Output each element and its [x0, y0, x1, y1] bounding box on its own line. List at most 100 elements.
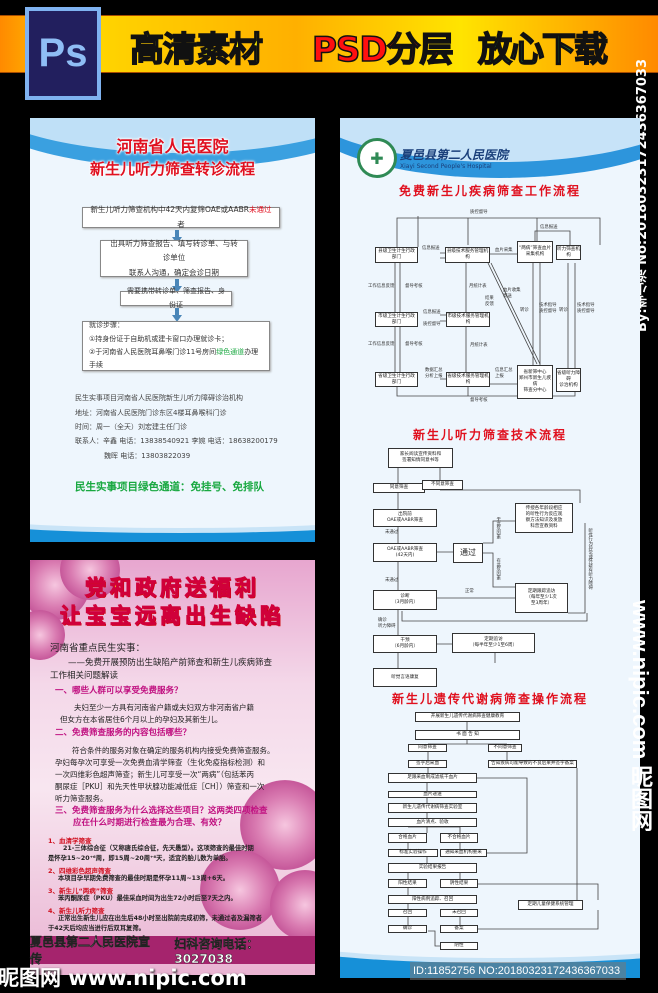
flow-box: 省级听力障碍 诊治机构 — [556, 368, 581, 392]
chart3-title: 新生儿遗传代谢病筛查操作流程 — [391, 692, 588, 706]
flow-label: 工作信息反馈 — [368, 284, 395, 289]
footer-hospital: 夏邑县第二人民医院宣传 — [30, 935, 151, 966]
step-text: 者 — [177, 219, 185, 229]
flow-label: 听性行为异常或怀疑有听力障碍 — [587, 528, 593, 590]
info-contact: 联系人：辛鑫 电话：13838540921 李婉 电话：18638200179 — [75, 437, 278, 445]
flow-box: 定期跟踪追访 （每年至少1次 至3周年） — [515, 583, 568, 613]
flow-box: 市级卫生计生行政部门 — [375, 312, 418, 327]
step-text: ①持身份证于自助机或建卡窗口办理就诊卡； — [89, 334, 229, 343]
flow-label: 未通过 — [385, 530, 399, 535]
flow-label: 督导考核 — [405, 342, 423, 347]
flow-box: 定期追访 （每半年至少1至6周） — [452, 633, 535, 653]
image-id-watermark: ID:11852756 NO:20180323172436367033 — [410, 962, 626, 980]
flow-box: 通过 — [453, 543, 483, 563]
chart1-title: 免费新生儿疾病筛查工作流程 — [398, 184, 581, 198]
logo-text: Ps — [29, 11, 97, 96]
flow-label: 无高危因素 — [495, 517, 501, 539]
intro-line: 工作相关问题解读 — [50, 671, 119, 681]
info-time: 时间：周一（全天）刘宏建主任门诊 — [75, 423, 187, 431]
item-title: 4、新生儿听力筛查 — [48, 907, 105, 915]
flow-label: 数据汇总 分析上报 — [425, 368, 443, 379]
flow-label: 确诊 听力障碍 — [378, 618, 396, 629]
flow-box: 书 面 告 知 — [415, 730, 520, 740]
flow-box: 省级卫生计生行政部门 — [375, 372, 418, 387]
flow-label: 月统计表 — [470, 343, 488, 348]
promo-banner — [0, 15, 658, 73]
flow-box: 听力筛查机构 — [556, 245, 581, 260]
screening-flowcharts-poster: ✚ 夏邑县第二人民医院 Xiayi Second People's Hospit… — [340, 118, 640, 978]
flow-box: 召回 — [388, 909, 427, 917]
step-text: 联系人沟通，确定会诊日期 — [129, 267, 219, 277]
flow-label: 质控督导 — [470, 210, 488, 215]
flow-box: 新生儿遗传代谢病筛查实验室 — [388, 803, 477, 813]
flow-box: 备案 — [440, 925, 478, 933]
flow-box: 同意筛查 — [408, 744, 447, 752]
flow-box: 县级技术服务管理机构 — [445, 247, 490, 263]
flow-label: 信息汇总 上报 — [495, 368, 513, 379]
flow-label: 督导考核 — [405, 284, 423, 289]
step-text-red: 未通过 — [249, 205, 272, 215]
flow-label: 技术指导 质控督导 — [539, 303, 557, 314]
flow-box: 标准实验操作 — [388, 849, 438, 857]
flow-box: 合格血片 — [388, 833, 427, 843]
flow-box: 不同意筛查 — [422, 480, 463, 490]
flow-box: “两病”筛查血片 采集机构 — [517, 241, 553, 263]
flow-box: 听觉言语康复 — [373, 668, 437, 687]
flow-box: 家长阅读宣传资料和 签署知情同意书等 — [388, 448, 453, 468]
item-text: 是怀孕15~20⁺⁶周，即15周~20周⁺⁶天，适宜的胎儿数为单胎。 — [48, 855, 232, 862]
answer-line: 听力筛查服务。 — [55, 794, 108, 803]
flow-step-3: 需要携带转诊单、筛查报告、身份证 — [120, 287, 232, 309]
step-text: 新生儿听力筛查机构中42天内复筛OAE或AABR — [90, 205, 249, 215]
answer-line: 一次四维彩色超声筛查；新生儿可享受一次“两病”（包括苯丙 — [55, 770, 255, 779]
footer-phone: 妇科咨询电话：3027038 — [174, 936, 259, 966]
flow-box: 阴性结果 — [440, 879, 478, 888]
flow-box: 确诊 — [388, 925, 427, 933]
flow-box: 告知疾病可能导致的不良后果并签字备案 — [488, 760, 577, 768]
flow-box: 诊断 （3月龄内） — [373, 590, 437, 610]
flow-step-1: 新生儿听力筛查机构中42天内复筛OAE或AABR未通过者 — [82, 205, 280, 229]
flow-label: 转诊 — [520, 308, 529, 313]
flow-label: 血片采集 — [495, 248, 513, 253]
flow-box: 不合格血片 — [440, 833, 478, 843]
flow-box: 定期儿童保健系统管理 — [518, 900, 583, 910]
flow-box: 阳性结果 — [388, 879, 427, 888]
flow-box: 出院前 OAE或AABR筛查 — [373, 509, 437, 527]
poster-title-1: 党和政府送福利 — [85, 576, 260, 601]
info-contact-2: 魏晖 电话：13803822039 — [104, 452, 191, 460]
flow-label: 未通过 — [385, 578, 399, 583]
flow-label: 正常 — [465, 589, 474, 594]
flow-box: 实验结果报告 — [388, 863, 477, 873]
step-text-green: 绿色通道 — [216, 348, 245, 356]
item-title: 2、四维彩色超声筛查 — [48, 867, 112, 875]
answer-line: 但女方在本省居住6个月以上的孕妇及其新生儿。 — [60, 715, 223, 724]
flow-box: 同意筛查 — [373, 483, 425, 493]
flow-box: 开展新生儿遗传代谢病筛查健康教育 — [415, 712, 520, 722]
item-text: 21-三体综合征（又称唐氏综合征，先天愚型）。这项筛查的最佳时期 — [63, 845, 254, 852]
question-3-cont: 应在什么时期进行检查最为合理、有效？ — [73, 818, 227, 828]
step-text: ②于河南省人民医院耳鼻喉门诊11号房间 — [89, 348, 217, 356]
poster-title-hospital: 河南省人民医院 — [116, 137, 229, 156]
flow-box: 阴性 — [440, 942, 478, 950]
birth-defect-poster: 党和政府送福利 让宝宝远离出生缺陷 河南省重点民生实事： ——免费开展预防出生缺… — [30, 560, 315, 975]
arrow-down-icon — [172, 308, 182, 322]
hospital-name-en: Xiayi Second People's Hospital — [400, 163, 492, 170]
flow-label: 信息报送 — [422, 246, 440, 251]
step-text: 出具听力筛查报告、填写转诊单、与转诊单位 — [110, 239, 238, 263]
flow-box: 血片递送 — [388, 791, 477, 798]
intro-line: ——免费开展预防出生缺陷产前筛查和新生儿疾病筛查 — [68, 658, 273, 668]
flow-label: 月统计表 — [469, 284, 487, 289]
photoshop-logo-icon: Ps — [25, 7, 101, 100]
step-text: 就诊步骤： — [89, 321, 124, 330]
answer-line: 符合条件的服务对象在确定的服务机构内接受免费筛查服务。 — [72, 746, 275, 755]
flow-label: 信息报送 — [540, 225, 558, 230]
flow-label: 转诊 — [559, 308, 568, 313]
question-2: 二、免费筛查服务的内容包括哪些？ — [55, 728, 192, 738]
flow-box: 县级卫生计生行政部门 — [375, 247, 418, 263]
poster-title-process: 新生儿听力筛查转诊流程 — [89, 160, 255, 178]
flow-step-4: 就诊步骤： ①持身份证于自助机或建卡窗口办理就诊卡； ②于河南省人民医院耳鼻喉门… — [82, 321, 270, 371]
step-text: 办理手续 — [89, 348, 259, 370]
green-channel-text: 民生实事项目绿色通道：免挂号、免排队 — [75, 481, 264, 493]
flow-label: 督导考核 — [470, 398, 488, 403]
site-watermark: 昵图网 www.nipic.com — [0, 966, 247, 990]
poster-footer: 夏邑县第二人民医院宣传妇科咨询电话：3027038 — [30, 935, 315, 966]
